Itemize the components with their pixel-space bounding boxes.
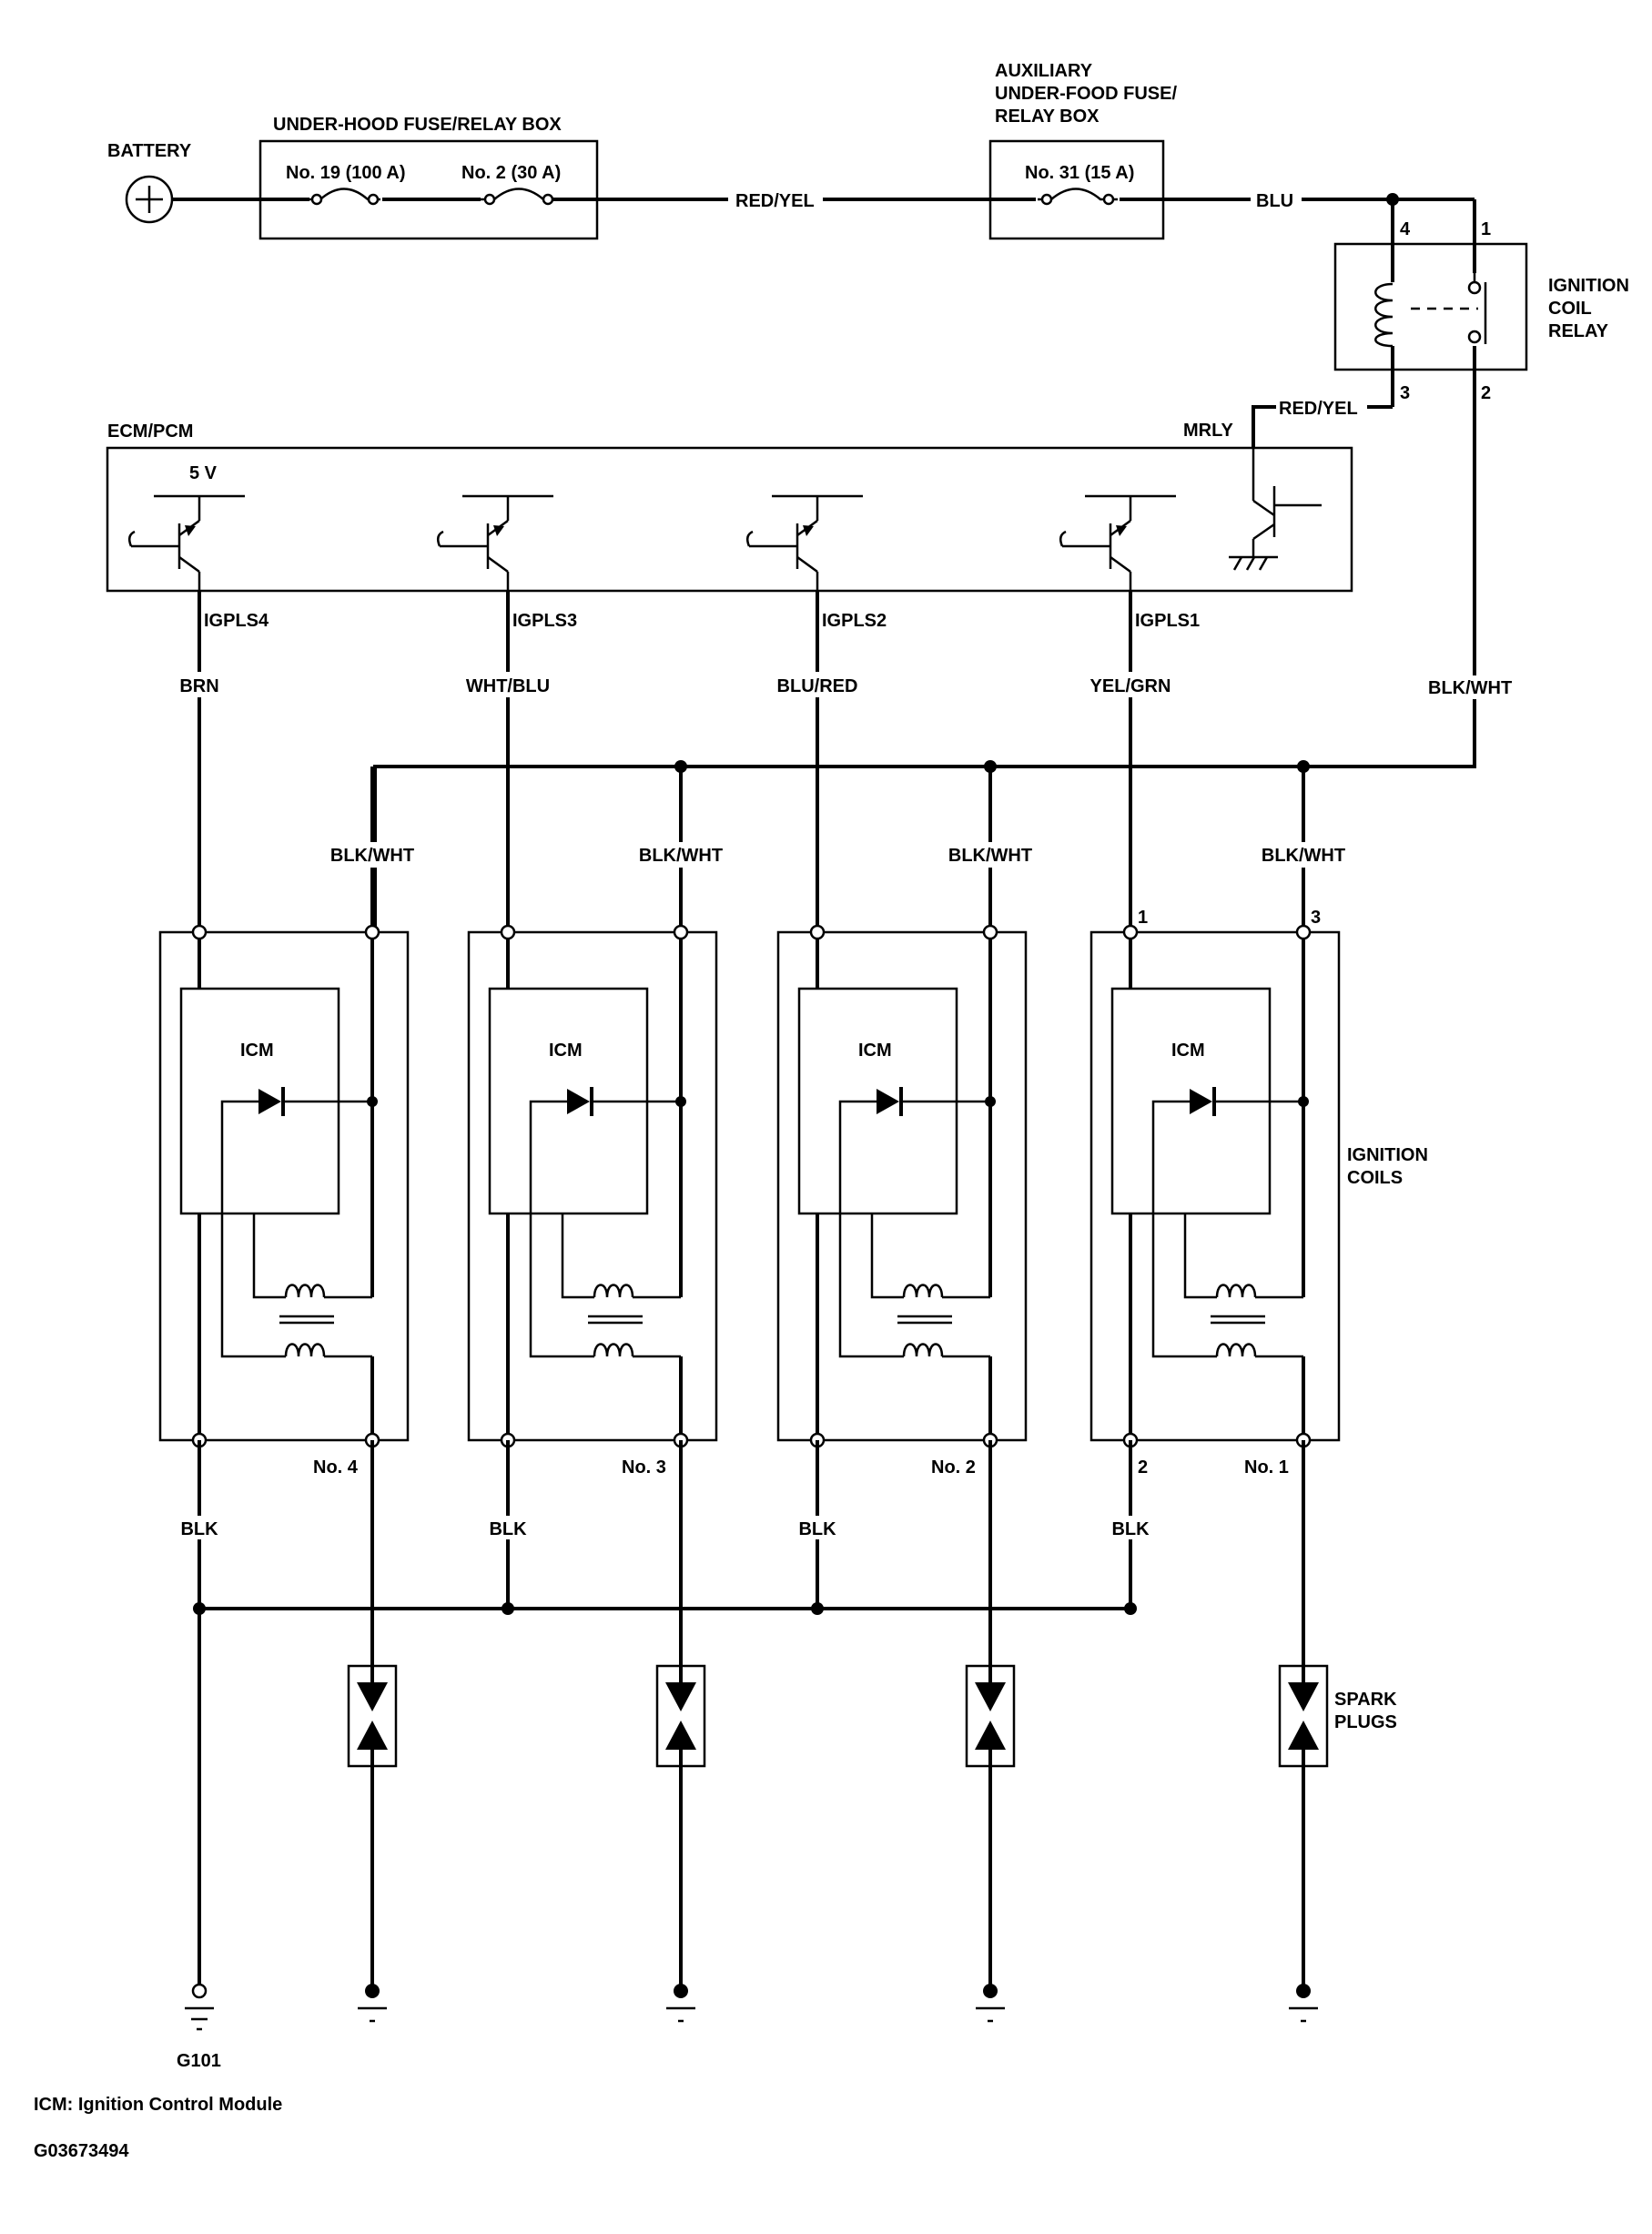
relay-label-2: COIL <box>1548 299 1592 319</box>
ground-bus: G101 <box>177 1607 1130 2071</box>
wire-relay-red-yel-label: RED/YEL <box>1279 399 1358 419</box>
fuse-31-label: No. 31 (15 A) <box>1025 163 1134 183</box>
signal-pin-label: IGPLS2 <box>822 611 887 631</box>
spark-plugs-label-1: SPARK <box>1334 1690 1397 1710</box>
power-wire-label: BLK/WHT <box>330 846 414 866</box>
coil-pin-3: 3 <box>1311 908 1321 928</box>
ground-wire-label: BLK <box>798 1519 836 1539</box>
figure-id: G03673494 <box>34 2141 129 2161</box>
ground-g101-label: G101 <box>177 2051 221 2071</box>
aux-fuse-box <box>988 139 1165 240</box>
aux-box-label-1: AUXILIARY <box>995 61 1093 81</box>
aux-box-label-3: RELAY BOX <box>995 107 1100 127</box>
icm-note: ICM: Ignition Control Module <box>34 2095 282 2115</box>
relay-label-3: RELAY <box>1548 321 1609 341</box>
icm-label: ICM <box>858 1041 892 1061</box>
power-wire-label: BLK/WHT <box>639 846 723 866</box>
spark-plug <box>655 1664 706 1768</box>
fuse-19-label: No. 19 (100 A) <box>286 163 406 183</box>
ignition-coil-box <box>467 930 718 1442</box>
icm-label: ICM <box>240 1041 274 1061</box>
mrly-wire: RED/YEL <box>1252 395 1393 448</box>
coil-number-label: No. 4 <box>313 1457 359 1477</box>
signal-wire-label: WHT/BLU <box>466 676 550 696</box>
ecm-label: ECM/PCM <box>107 421 193 442</box>
fuse-2-label: No. 2 (30 A) <box>461 163 561 183</box>
ignition-coils-label-2: COILS <box>1347 1168 1403 1188</box>
relay-pin-4: 4 <box>1400 219 1411 239</box>
ecm-driver-transistor <box>127 494 245 591</box>
relay-label-1: IGNITION <box>1548 276 1629 296</box>
wire-red-yel-label: RED/YEL <box>735 191 815 211</box>
signal-wire-label: YEL/GRN <box>1090 676 1171 696</box>
signal-wire-label: BRN <box>179 676 218 696</box>
spark-plug <box>347 1664 398 1768</box>
signal-wire-label: BLU/RED <box>777 676 858 696</box>
ignition-coil-box <box>1090 930 1341 1442</box>
signal-pin-label: IGPLS4 <box>204 611 269 631</box>
mrly-transistor <box>1229 448 1322 571</box>
relay-pin-2: 2 <box>1481 383 1491 403</box>
coil-pin-1: 1 <box>1138 908 1148 928</box>
ground-wire-label: BLK <box>489 1519 527 1539</box>
ecm-pcm: ECM/PCM 5 V MRLY <box>106 421 1353 593</box>
wire-blk-wht-main-label: BLK/WHT <box>1428 678 1512 698</box>
battery-feed: BATTERY UNDER-HOOD FUSE/RELAY BOX No. 19… <box>107 61 1475 240</box>
ecm-driver-transistor <box>745 494 863 591</box>
coil-pin-2: 2 <box>1138 1457 1148 1477</box>
aux-box-label-2: UNDER-FOOD FUSE/ <box>995 84 1177 104</box>
coil-number-label: No. 3 <box>622 1457 666 1477</box>
battery-label: BATTERY <box>107 141 192 161</box>
ecm-driver-transistor <box>1059 494 1176 591</box>
power-wire-label: BLK/WHT <box>948 846 1032 866</box>
relay-pin-3: 3 <box>1400 383 1410 403</box>
signal-pin-label: IGPLS1 <box>1135 611 1200 631</box>
ecm-driver-transistor <box>436 494 553 591</box>
relay-box <box>1333 242 1528 371</box>
ground-wire-label: BLK <box>180 1519 218 1539</box>
underhood-box-label: UNDER-HOOD FUSE/RELAY BOX <box>273 115 562 135</box>
icm-label: ICM <box>1171 1041 1205 1061</box>
spark-plugs-label-2: PLUGS <box>1334 1712 1397 1732</box>
mrly-label: MRLY <box>1183 421 1233 441</box>
underhood-fuse-box <box>258 139 599 240</box>
wire-blu-label: BLU <box>1256 191 1293 211</box>
ignition-coils-label-1: IGNITION <box>1347 1145 1428 1165</box>
power-wire-label: BLK/WHT <box>1262 846 1345 866</box>
ignition-coil-box <box>158 930 410 1442</box>
ignition-coil-relay: 4 1 3 2 IGNITION COIL RELAY <box>1333 199 1629 492</box>
five-v-label: 5 V <box>189 463 218 483</box>
relay-pin-1: 1 <box>1481 219 1491 239</box>
relay-coil-symbol <box>1374 282 1394 348</box>
ground-wire-label: BLK <box>1111 1519 1150 1539</box>
coil-number-label: No. 1 <box>1244 1457 1289 1477</box>
coil-pin-numbers: 1 3 2 <box>1138 908 1321 1477</box>
ignition-coil-box <box>776 930 1028 1442</box>
icm-label: ICM <box>549 1041 583 1061</box>
coil-number-label: No. 2 <box>931 1457 976 1477</box>
signal-pin-label: IGPLS3 <box>512 611 577 631</box>
ecm-box <box>106 446 1353 593</box>
